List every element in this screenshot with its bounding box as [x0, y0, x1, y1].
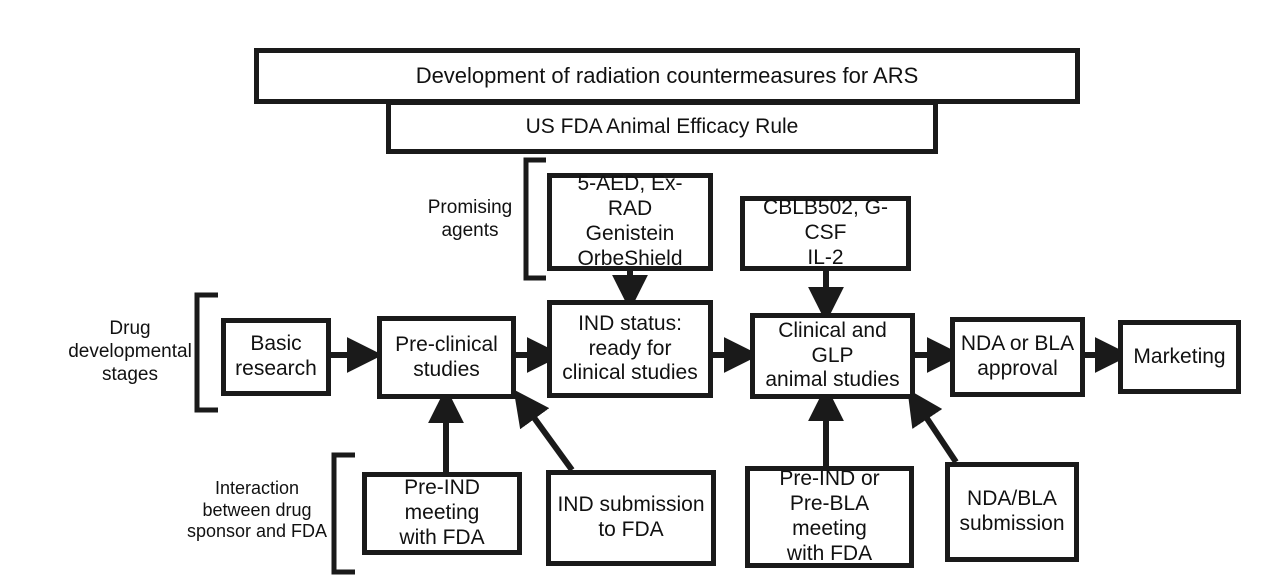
prebla-text: Pre-IND or Pre-BLA meeting with FDA	[779, 467, 880, 565]
stage-ind-text: IND status: ready for clinical studies	[562, 311, 698, 385]
interaction-ndasub: NDA/BLA submission	[945, 462, 1079, 562]
stage-ind-status: IND status: ready for clinical studies	[547, 300, 713, 398]
stage-marketing-text: Marketing	[1133, 344, 1226, 368]
interaction-indsub: IND submission to FDA	[546, 470, 716, 566]
ndasub-text: NDA/BLA submission	[959, 487, 1065, 535]
stage-approval: NDA or BLA approval	[950, 317, 1085, 397]
stage-preclinical-text: Pre-clinical studies	[395, 332, 498, 381]
indsub-text: IND submission to FDA	[557, 493, 705, 541]
rule-box: US FDA Animal Efficacy Rule	[386, 100, 938, 154]
title-text: Development of radiation countermeasures…	[415, 63, 919, 89]
stage-basic-text: Basic research	[235, 332, 317, 380]
interaction-bracket	[331, 452, 355, 575]
agents-1-text: 5-AED, Ex-RAD Genistein OrbeShield	[577, 172, 683, 270]
promising-bracket	[523, 157, 546, 281]
interaction-prebla: Pre-IND or Pre-BLA meeting with FDA	[745, 466, 914, 568]
stage-clinical: Clinical and GLP animal studies	[750, 313, 915, 399]
stage-basic-research: Basic research	[221, 318, 331, 396]
drug-stages-label: Drug developmental stages	[68, 318, 192, 385]
stage-marketing: Marketing	[1118, 320, 1241, 394]
arrow-indsub-preclinical	[513, 389, 575, 472]
preind-text: Pre-IND meeting with FDA	[399, 476, 485, 549]
agents-box-2: CBLB502, G-CSF IL-2	[740, 196, 911, 271]
interaction-label: Interaction between drug sponsor and FDA	[186, 478, 328, 542]
stage-clinical-text: Clinical and GLP animal studies	[765, 318, 900, 392]
arrow-ndasub-clinical	[907, 389, 959, 464]
agents-box-1: 5-AED, Ex-RAD Genistein OrbeShield	[547, 172, 713, 271]
title-box: Development of radiation countermeasures…	[254, 48, 1080, 104]
interaction-preind: Pre-IND meeting with FDA	[362, 472, 522, 555]
stage-preclinical: Pre-clinical studies	[377, 316, 516, 399]
stages-bracket	[194, 292, 218, 413]
rule-text: US FDA Animal Efficacy Rule	[525, 114, 799, 138]
stage-approval-text: NDA or BLA approval	[960, 332, 1075, 380]
promising-agents-label: Promising agents	[427, 197, 513, 241]
agents-2-text: CBLB502, G-CSF IL-2	[763, 196, 888, 269]
